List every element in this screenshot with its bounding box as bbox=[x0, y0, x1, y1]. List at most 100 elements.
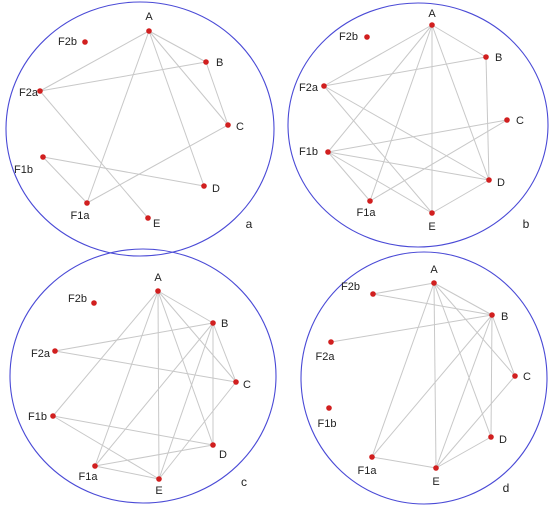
node-label-E: E bbox=[432, 476, 439, 488]
edge-D-E bbox=[435, 436, 492, 469]
edge-C-E bbox=[158, 381, 237, 480]
panel-a-boundary-circle bbox=[5, 1, 275, 257]
panel-letter: c bbox=[241, 475, 247, 489]
node-label-B: B bbox=[216, 57, 223, 69]
node-label-B: B bbox=[495, 52, 502, 64]
edge-A-F2a bbox=[39, 30, 150, 92]
edge-C-E bbox=[435, 375, 516, 469]
edge-A-B bbox=[431, 24, 487, 58]
edge-A-C bbox=[157, 290, 237, 383]
panel-letter: b bbox=[523, 217, 530, 231]
edge-A-D bbox=[431, 24, 490, 181]
node-label-F2b: F2b bbox=[339, 31, 358, 43]
node-B bbox=[483, 54, 489, 60]
node-C bbox=[225, 122, 231, 128]
node-label-C: C bbox=[523, 371, 531, 383]
edge-B-F2a bbox=[323, 56, 487, 87]
panel-letter: d bbox=[503, 481, 510, 495]
edge-A-F1a bbox=[86, 30, 150, 204]
node-E bbox=[433, 465, 439, 471]
node-F1a bbox=[92, 463, 98, 469]
edge-F2a-E bbox=[39, 90, 149, 219]
edge-D-F2a bbox=[323, 85, 490, 181]
node-label-D: D bbox=[212, 183, 220, 195]
node-label-F1b: F1b bbox=[318, 418, 337, 430]
node-label-E: E bbox=[428, 221, 435, 233]
edge-A-F2b bbox=[372, 282, 435, 295]
edge-A-B bbox=[148, 30, 207, 63]
edge-B-F2a bbox=[330, 314, 493, 343]
edge-F1a-B bbox=[371, 314, 493, 458]
node-label-F2a: F2a bbox=[19, 87, 39, 99]
node-label-E: E bbox=[153, 218, 160, 230]
node-F1b bbox=[50, 413, 56, 419]
node-A bbox=[155, 288, 161, 294]
node-E bbox=[429, 210, 435, 216]
edge-E-F1b bbox=[52, 415, 160, 480]
node-F1a bbox=[367, 198, 373, 204]
node-A bbox=[146, 28, 152, 34]
edge-E-D bbox=[431, 179, 490, 214]
edge-B-F2a bbox=[39, 61, 207, 92]
edge-A-B bbox=[433, 282, 493, 316]
edge-B-E bbox=[435, 314, 493, 469]
node-E bbox=[156, 476, 162, 482]
node-label-F1a: F1a bbox=[71, 210, 91, 222]
node-label-F1a: F1a bbox=[79, 471, 99, 483]
panel-letter: a bbox=[246, 217, 253, 231]
edge-A-F1a bbox=[371, 282, 435, 458]
node-label-A: A bbox=[428, 8, 436, 20]
edge-C-F1a bbox=[369, 119, 508, 202]
node-label-C: C bbox=[516, 115, 524, 127]
edge-A-D bbox=[157, 290, 214, 446]
node-C bbox=[504, 117, 510, 123]
edge-D-F1b bbox=[42, 156, 205, 187]
edge-C-F1a bbox=[86, 124, 229, 204]
node-C bbox=[512, 373, 518, 379]
edge-E-F1a bbox=[371, 456, 437, 469]
edge-A-F1b bbox=[327, 24, 433, 153]
edge-A-F1a bbox=[369, 24, 433, 202]
edge-B-C bbox=[491, 314, 516, 377]
edge-F1b-F1a bbox=[42, 156, 88, 204]
node-D bbox=[488, 434, 494, 440]
edge-A-F1b bbox=[52, 290, 159, 417]
node-F1a bbox=[84, 200, 90, 206]
node-F2b bbox=[370, 291, 376, 297]
node-F1a bbox=[369, 454, 375, 460]
node-F2b bbox=[82, 39, 88, 45]
node-F2a bbox=[52, 348, 58, 354]
node-label-F2b: F2b bbox=[58, 36, 77, 48]
edge-D-F1a bbox=[94, 444, 214, 467]
edge-C-F2a bbox=[54, 350, 237, 383]
node-label-E: E bbox=[155, 485, 162, 497]
node-label-F1b: F1b bbox=[14, 164, 33, 176]
node-A bbox=[431, 280, 437, 286]
edge-B-E bbox=[158, 322, 214, 480]
edge-A-D bbox=[433, 282, 492, 438]
node-B bbox=[203, 59, 209, 65]
node-A bbox=[429, 22, 435, 28]
edge-D-F1b bbox=[52, 415, 214, 446]
node-F2b bbox=[364, 34, 370, 40]
node-label-F2a: F2a bbox=[31, 348, 51, 360]
edge-B-F2b bbox=[372, 293, 493, 316]
node-label-F2b: F2b bbox=[68, 293, 87, 305]
edge-E-F1a bbox=[94, 465, 160, 480]
node-F1b bbox=[326, 405, 332, 411]
node-D bbox=[210, 442, 216, 448]
node-label-F1b: F1b bbox=[299, 146, 318, 158]
node-E bbox=[145, 215, 151, 221]
node-F2a bbox=[328, 339, 334, 345]
edge-A-E bbox=[433, 282, 437, 469]
edge-F1b-F1a bbox=[327, 151, 371, 202]
edge-B-D bbox=[490, 314, 493, 438]
node-label-D: D bbox=[497, 177, 505, 189]
node-F2b bbox=[91, 300, 97, 306]
edge-D-F1b bbox=[327, 151, 490, 181]
node-B bbox=[489, 312, 495, 318]
edge-C-F1b bbox=[327, 119, 508, 153]
node-D bbox=[201, 183, 207, 189]
